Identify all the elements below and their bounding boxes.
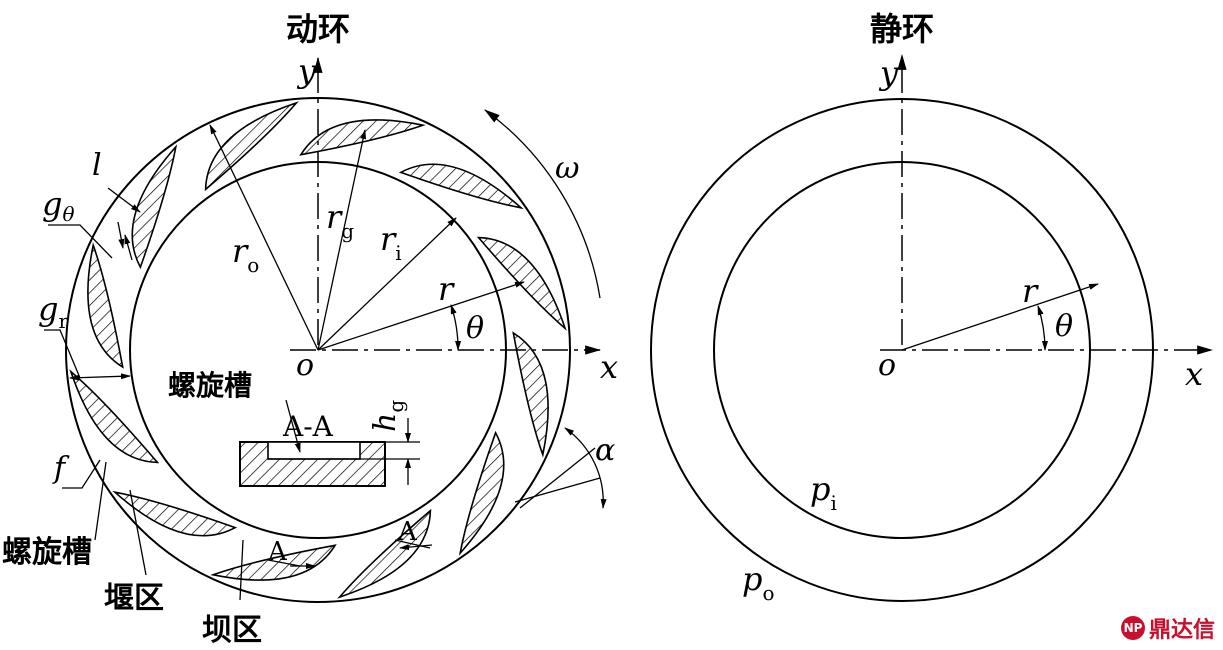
alpha-arc	[564, 427, 607, 509]
alpha-ray-2	[519, 447, 596, 509]
theta-arc-left	[450, 304, 462, 351]
omega-arrow	[484, 109, 601, 299]
spiral-groove	[131, 144, 178, 270]
section-mark-2: A	[397, 517, 418, 547]
rotating-ring: 动环 y x o ro rg ri r θ ω α l gθ gr f hg 螺…	[2, 10, 618, 648]
spiral-groove	[398, 163, 524, 210]
origin-left: o	[296, 348, 314, 383]
label-dam-zone: 坝区	[202, 613, 262, 648]
section-arrow-2	[399, 544, 433, 551]
watermark-logo: NP 鼎达信	[1120, 612, 1215, 644]
alpha-label: α	[595, 433, 615, 468]
h-g-label: hg	[368, 400, 408, 432]
g-r-label: gr	[38, 290, 68, 333]
g-theta-label: gθ	[42, 185, 75, 226]
title-stationary-ring: 静环	[870, 10, 934, 48]
theta-arc-right	[1037, 305, 1048, 351]
spiral-groove	[299, 119, 426, 156]
r-label-left: r	[438, 270, 455, 308]
p-i-label: pi	[810, 470, 837, 515]
r-i-label: ri	[380, 220, 402, 265]
p-o-label: po	[742, 560, 775, 605]
g-r-arrow	[69, 373, 131, 381]
label-weir-zone: 堰区	[104, 581, 164, 616]
groove-label-leader	[94, 461, 107, 541]
r-label-right: r	[1022, 272, 1039, 310]
g-theta-arrow-1	[124, 234, 133, 261]
f-label: f	[52, 451, 70, 486]
r-g-label: rg	[326, 198, 354, 243]
y-label-left: y	[296, 52, 317, 90]
section-line-1	[267, 559, 301, 567]
r-o-vector	[209, 124, 319, 351]
l-leader	[107, 187, 141, 213]
g-theta-leader	[48, 224, 113, 259]
section-mark-1: A	[267, 537, 288, 567]
watermark-badge-icon: NP	[1120, 616, 1145, 640]
watermark-text: 鼎达信	[1148, 618, 1215, 643]
section-line-2	[394, 539, 431, 549]
x-label-left: x	[600, 348, 618, 386]
x-label-right: x	[1185, 355, 1203, 393]
omega-label: ω	[555, 151, 579, 186]
weir-label-leader	[129, 489, 147, 576]
r-vector-left	[317, 281, 525, 351]
spiral-groove	[337, 508, 432, 599]
r-o-label: ro	[232, 232, 259, 277]
spiral-groove	[69, 369, 160, 464]
outer-circle-left	[65, 97, 571, 603]
spiral-grooves	[69, 101, 567, 599]
r-i-vector	[317, 217, 457, 351]
section-groove-title: 螺旋槽	[168, 369, 252, 402]
r-vector-right	[901, 283, 1099, 351]
g-r-leader	[44, 329, 81, 379]
spiral-groove	[458, 430, 505, 556]
g-theta-arrow-2	[117, 221, 125, 249]
r-g-vector	[317, 129, 367, 351]
section-view	[239, 399, 420, 487]
label-spiral-groove: 螺旋槽	[2, 535, 92, 570]
spiral-groove	[204, 101, 299, 192]
theta-label-left: θ	[466, 311, 484, 346]
stationary-ring: 静环 y x o r θ pi po	[650, 10, 1214, 605]
theta-label-right: θ	[1055, 309, 1073, 344]
section-label: A-A	[282, 410, 334, 443]
origin-right: o	[878, 348, 896, 383]
spiral-groove	[87, 242, 124, 369]
l-label: l	[92, 148, 102, 183]
dam-label-leader	[239, 539, 244, 601]
spiral-groove	[512, 331, 549, 458]
spiral-groove	[112, 490, 238, 537]
y-label-right: y	[878, 54, 899, 92]
title-rotating-ring: 动环	[286, 10, 350, 48]
f-leader	[62, 459, 101, 489]
